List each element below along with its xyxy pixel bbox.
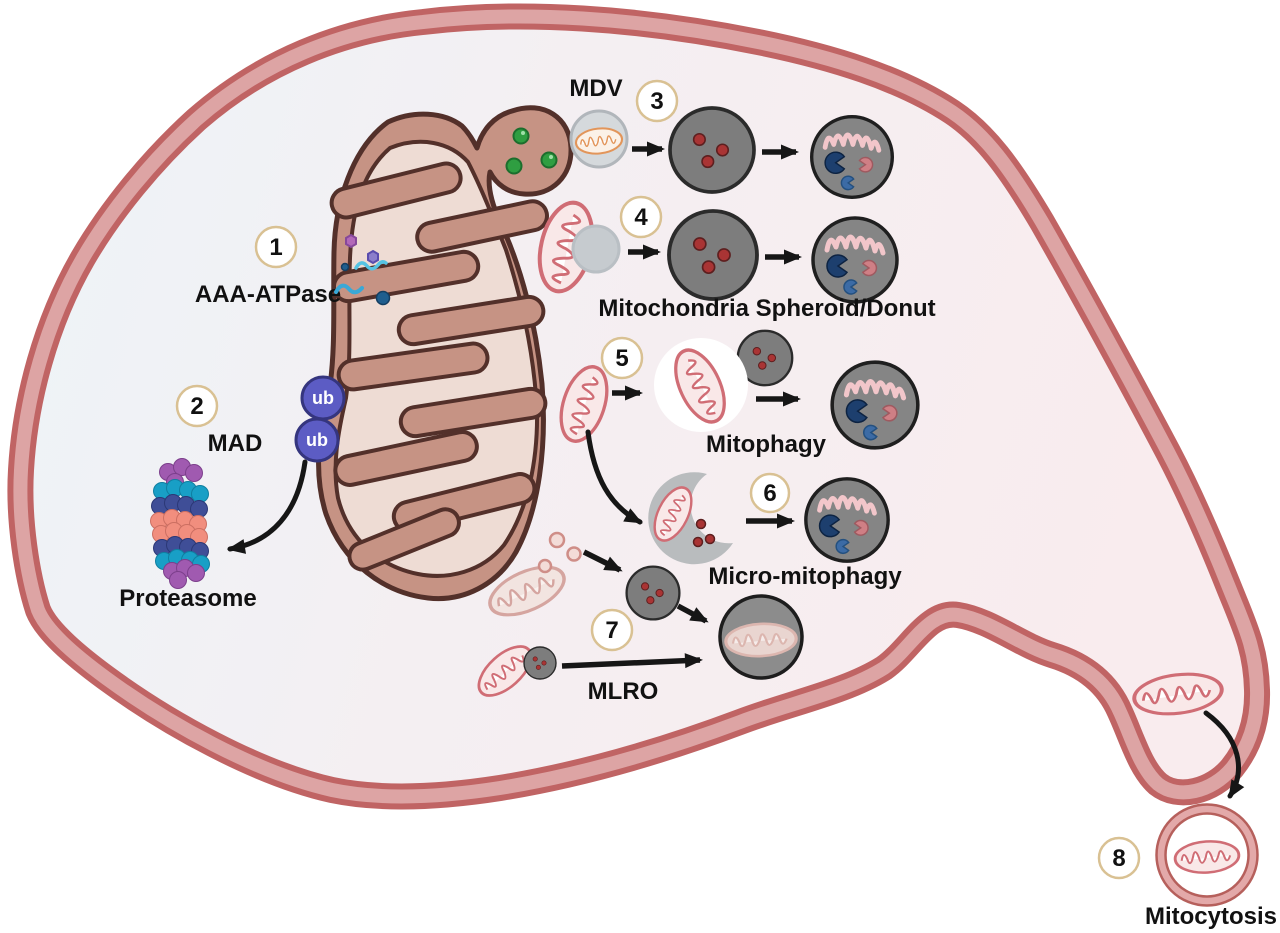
step-circle-6 <box>749 472 791 514</box>
mdv-bud-cargo-dots <box>505 127 558 175</box>
aaa-atpase-molecules <box>334 233 391 306</box>
step-circle-4 <box>619 195 663 239</box>
degrading-lysosome <box>806 479 888 561</box>
mdv-vesicle <box>569 109 629 169</box>
step1-aaa-atpase: 1 AAA-ATPase <box>195 225 391 308</box>
arrow-7c <box>561 653 703 669</box>
micromitophagy-cup <box>645 472 733 565</box>
main-mitochondrion <box>316 105 574 602</box>
step-circle-7 <box>590 608 634 652</box>
label-mlro: MLRO <box>588 678 659 705</box>
arrow-mito-to-cup <box>585 429 643 525</box>
arrow-7a <box>582 549 623 573</box>
label-spheroid-donut: Mitochondria Spheroid/Donut <box>598 295 935 322</box>
small-lysosome <box>523 646 557 680</box>
label-micromitophagy: Micro-mitophagy <box>708 563 902 590</box>
step-circle-5 <box>600 336 644 380</box>
step-number-2: 2 <box>190 393 203 420</box>
peptide-squiggle-icon <box>354 260 388 271</box>
step-number-7: 7 <box>605 617 618 644</box>
step-number-5: 5 <box>615 345 628 372</box>
label-mitocytosis: Mitocytosis <box>1145 903 1277 930</box>
arrow-ub-to-proteasome <box>227 459 308 554</box>
step-number-1: 1 <box>269 234 282 261</box>
budding-vesicle <box>566 546 582 562</box>
step-number-3: 3 <box>650 88 663 115</box>
step-circle-8 <box>1097 836 1141 880</box>
budding-vesicle <box>537 558 553 574</box>
step-number-6: 6 <box>763 480 776 507</box>
label-proteasome: Proteasome <box>119 585 256 612</box>
lysosome <box>668 106 756 194</box>
step-number-4: 4 <box>634 204 648 231</box>
label-mdv: MDV <box>569 75 622 102</box>
cell-membrane-inner-band <box>13 9 1265 804</box>
cell <box>7 3 1271 810</box>
autophagosome <box>654 338 748 432</box>
degrading-lysosome <box>812 117 893 198</box>
label-mitophagy: Mitophagy <box>706 431 827 458</box>
ub-label: ub <box>312 388 334 408</box>
step-number-8: 8 <box>1112 845 1125 872</box>
label-mad: MAD <box>208 430 263 457</box>
degrading-lysosome <box>832 362 918 448</box>
ubiquitin-chain: ub ub <box>294 375 346 463</box>
step-circle-3 <box>635 79 679 123</box>
step7-mlro: 7 MLRO <box>469 531 804 706</box>
step4-spheroid-donut: 4 Mitochondria Spheroid/Donut <box>532 197 936 322</box>
step2-mad: 2 MAD ub ub Proteasome <box>119 375 346 612</box>
step8-mitocytosis: 8 Mitocytosis <box>1097 667 1277 930</box>
step-circle-2 <box>175 384 219 428</box>
lysosome <box>625 565 681 621</box>
step6-micromitophagy: 6 Micro-mitophagy <box>585 429 902 590</box>
spheroid-vesicle <box>571 224 621 274</box>
mitocytosis-vesicle <box>1155 803 1259 907</box>
label-aaa-atpase: AAA-ATPase <box>195 281 341 308</box>
ub-label: ub <box>306 430 328 450</box>
step-circle-1 <box>254 225 298 269</box>
proteasome-icon <box>150 458 210 589</box>
step5-mitophagy: 5 Mitophagy <box>550 329 918 458</box>
arrow-7b <box>676 603 709 624</box>
step3-mdv: MDV 3 <box>569 75 892 197</box>
mlro-organelle <box>718 594 804 680</box>
cristae <box>329 161 549 572</box>
degrading-lysosome <box>813 218 897 302</box>
lysosome <box>667 209 759 301</box>
budding-vesicle <box>548 531 566 549</box>
peptide-squiggle-icon <box>334 283 364 295</box>
arrow-mitocytosis <box>1203 710 1245 799</box>
